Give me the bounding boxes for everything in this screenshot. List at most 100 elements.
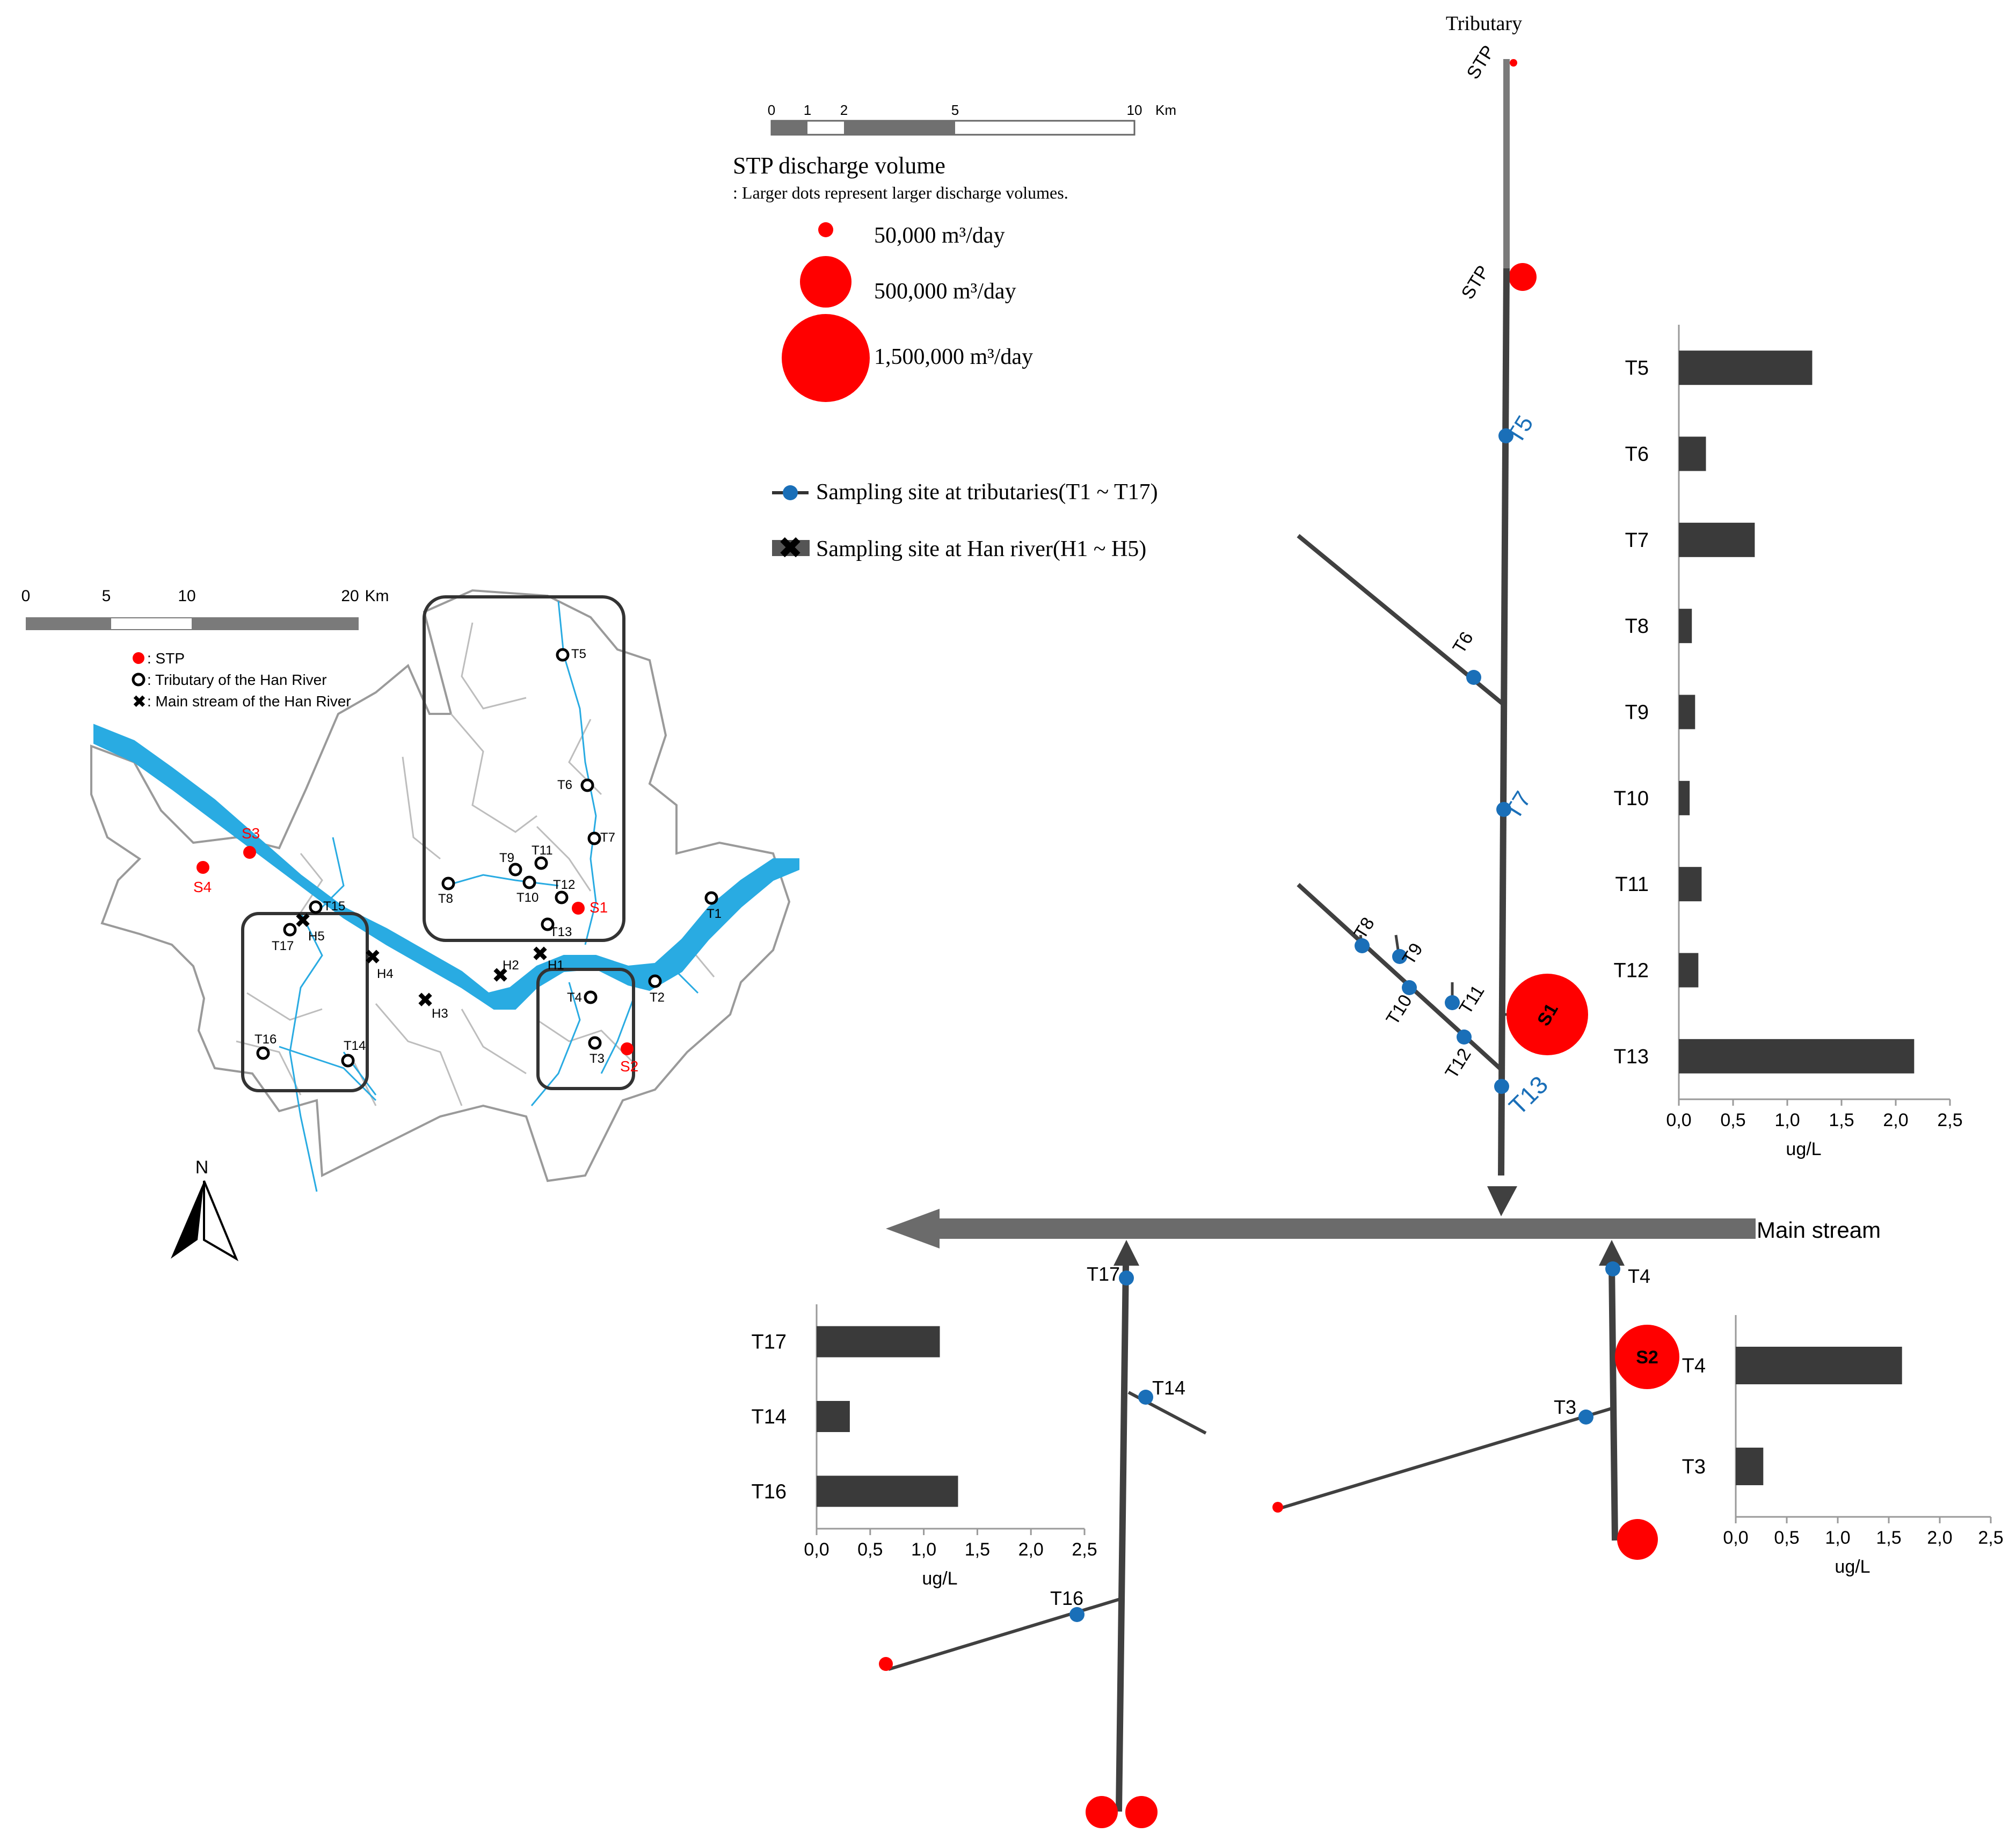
stp-size-large — [782, 314, 870, 402]
bar-T8 — [1679, 609, 1692, 644]
svg-text:T12: T12 — [553, 878, 575, 892]
map-legend-tributary: : Tributary of the Han River — [147, 671, 327, 688]
category-label: T5 — [1625, 357, 1649, 379]
x-tick-label: 0,5 — [857, 1539, 883, 1560]
category-label: T11 — [1615, 873, 1649, 896]
tributary-circle-icon — [132, 673, 145, 687]
svg-text:T6: T6 — [557, 778, 572, 792]
svg-text:T7: T7 — [600, 830, 615, 845]
bar-T7 — [1679, 522, 1755, 557]
stp-size-large-label: 1,500,000 m³/day — [874, 345, 1033, 369]
bar-T14 — [817, 1401, 850, 1432]
svg-text:H5: H5 — [308, 929, 325, 944]
seoul-map: 0 5 10 20 Km : STP : Tributary of the Ha… — [21, 587, 799, 1261]
map-scale-tick: 10 — [178, 587, 195, 605]
legend-scale-tick: 0 — [768, 102, 775, 118]
svg-text:T15: T15 — [323, 899, 345, 914]
x-axis-label: ug/L — [1835, 1557, 1870, 1577]
bar-T5 — [1679, 351, 1813, 385]
bar-T3 — [1736, 1448, 1764, 1485]
category-label: T4 — [1682, 1355, 1706, 1377]
category-label: T13 — [1614, 1046, 1649, 1068]
cross-icon: ✖ — [778, 531, 803, 565]
map-scale-bar: 0 5 10 20 Km — [21, 587, 389, 630]
legend-scale-unit: Km — [1155, 102, 1176, 118]
svg-text:T1: T1 — [707, 907, 722, 921]
bar-T13 — [1679, 1039, 1915, 1074]
map-stp-label: S1 — [589, 899, 608, 916]
blue-site-icon — [783, 485, 798, 500]
map-legend-stp: : STP — [147, 650, 185, 667]
x-tick-label: 0,5 — [1774, 1528, 1799, 1548]
svg-text:T11: T11 — [532, 843, 553, 858]
stp-point — [1617, 1519, 1658, 1560]
trib-site-legend: Sampling site at tributaries(T1 ~ T17) — [816, 480, 1158, 505]
svg-text:H2: H2 — [503, 958, 519, 973]
category-label: T14 — [752, 1406, 787, 1428]
site-label: T14 — [1152, 1377, 1185, 1399]
tributary-title: Tributary — [1446, 12, 1522, 35]
stp-label: STP — [1463, 42, 1499, 83]
map-tributary-labels: T1 T2 T3 T4 T5 T6 T7 T8 T9 T10 T11 T12 T… — [254, 647, 722, 1066]
x-tick-label: 0,0 — [1666, 1110, 1691, 1130]
map-stp-label: S3 — [242, 825, 260, 842]
inset-box-west — [241, 912, 369, 1092]
stp-point — [1510, 59, 1517, 67]
x-tick-label: 2,5 — [1072, 1539, 1097, 1560]
stp-size-medium — [800, 256, 851, 308]
svg-text:T13: T13 — [550, 925, 572, 939]
map-scale-tick: 5 — [102, 587, 111, 605]
inset-box-east — [536, 968, 635, 1090]
bar-T9 — [1679, 695, 1695, 729]
north-label: N — [195, 1157, 209, 1178]
svg-text:T4: T4 — [567, 990, 582, 1005]
map-scale-tick: 0 — [21, 587, 31, 605]
category-label: T10 — [1614, 787, 1649, 810]
map-mainstream-labels: H1 H2 H3 H4 H5 — [308, 929, 564, 1021]
map-stp-label: S4 — [193, 879, 212, 895]
schematic-legend: 0 1 2 5 10 Km STP discharge volume : Lar… — [733, 102, 1176, 565]
stp-s1 — [1506, 974, 1588, 1055]
category-label: T17 — [752, 1331, 787, 1354]
map-scale-unit: Km — [365, 587, 389, 605]
x-axis-label: ug/L — [922, 1568, 957, 1589]
svg-text:T2: T2 — [650, 990, 665, 1005]
svg-text:T11: T11 — [1455, 982, 1489, 1018]
svg-text:T6: T6 — [1449, 628, 1478, 657]
legend-scale-tick: 5 — [951, 102, 959, 118]
map-legend: : STP : Tributary of the Han River ✖ : M… — [132, 650, 351, 711]
svg-text:H4: H4 — [377, 967, 394, 981]
svg-text:T8: T8 — [438, 892, 453, 906]
svg-text:T13: T13 — [1503, 1070, 1553, 1120]
legend-scale-tick: 2 — [840, 102, 848, 118]
category-label: T7 — [1625, 529, 1649, 552]
stp-point — [879, 1657, 893, 1671]
bar-T11 — [1679, 867, 1702, 902]
category-label: T3 — [1682, 1456, 1706, 1478]
cross-icon: ✖ — [294, 910, 311, 932]
x-tick-label: 2,0 — [1018, 1539, 1044, 1560]
x-tick-label: 1,5 — [1829, 1110, 1854, 1130]
x-tick-label: 2,5 — [1937, 1110, 1962, 1130]
cross-icon: ✖ — [132, 692, 147, 711]
legend-scale-bar: 0 1 2 5 10 Km — [768, 102, 1176, 136]
x-tick-label: 2,0 — [1927, 1528, 1952, 1548]
legend-scale-tick: 10 — [1127, 102, 1142, 118]
stp-size-small-label: 50,000 m³/day — [874, 223, 1005, 248]
x-tick-label: 0,0 — [804, 1539, 829, 1560]
map-scale-tick: 20 — [341, 587, 359, 605]
map-stp-points: S1 S2 S3 S4 — [193, 825, 638, 1075]
cross-icon: ✖ — [364, 946, 381, 969]
category-label: T8 — [1625, 615, 1649, 638]
map-tributary-points — [256, 648, 718, 1068]
cross-icon: ✖ — [492, 965, 509, 987]
svg-text:T14: T14 — [344, 1039, 366, 1053]
tributary-sites — [1355, 428, 1513, 1094]
bar-T6 — [1679, 436, 1706, 471]
svg-text:T10: T10 — [516, 890, 538, 905]
cross-icon: ✖ — [532, 943, 549, 966]
main-stream-arrow — [886, 1209, 940, 1248]
main-stream-label: Main stream — [1757, 1217, 1881, 1243]
